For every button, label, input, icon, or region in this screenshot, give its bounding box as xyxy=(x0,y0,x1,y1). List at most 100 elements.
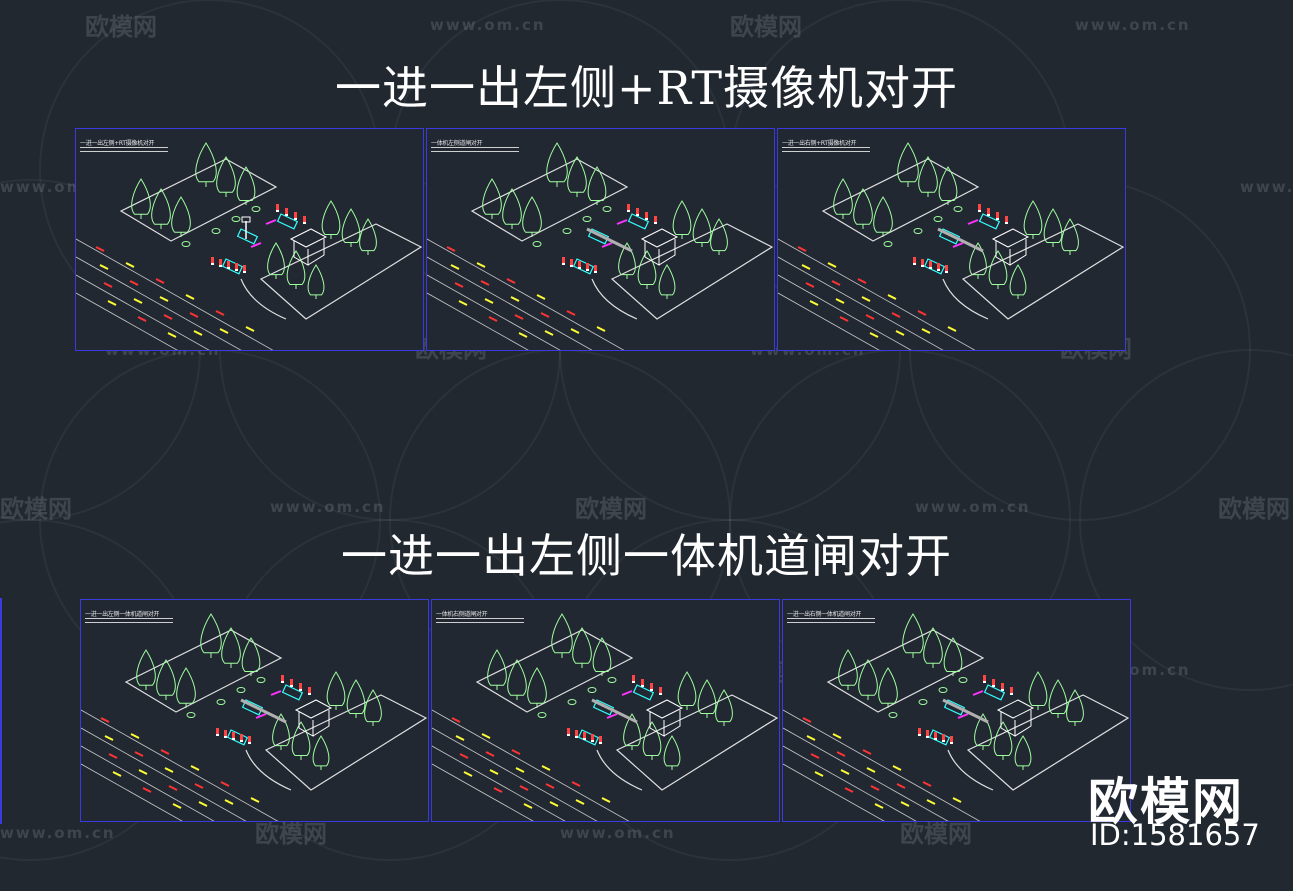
diagram-panel-1[interactable]: 一进一出左侧+RT摄像机对开 xyxy=(75,128,424,351)
bollard-base xyxy=(594,271,597,273)
caption-underline xyxy=(80,147,168,152)
diagram-panel-3[interactable]: 一进一出右侧+RT摄像机对开 xyxy=(777,128,1126,351)
lane-arrow xyxy=(831,280,841,286)
bollard xyxy=(1005,216,1008,222)
lane-marker xyxy=(601,242,613,248)
tree-canopy xyxy=(567,156,587,193)
road-line xyxy=(432,763,534,821)
lane-arrow xyxy=(869,332,879,338)
diagram-panel-4[interactable]: 一进一出左侧一体机道闸对开 xyxy=(80,599,429,822)
tree-canopy xyxy=(658,264,676,296)
shrub xyxy=(532,241,542,247)
road-line xyxy=(76,238,274,350)
bollard-base xyxy=(227,267,230,269)
caption-underline xyxy=(782,147,870,152)
lane-arrow xyxy=(133,298,143,304)
tree-canopy xyxy=(1009,264,1027,296)
diagram-panel-2[interactable]: 一体机左侧道闸对开 xyxy=(426,128,775,351)
lane-arrow xyxy=(95,246,105,252)
upper-lot-outline xyxy=(119,158,278,242)
bollard-base xyxy=(570,265,573,267)
lane-arrow xyxy=(844,787,854,793)
lane-arrow xyxy=(493,787,503,793)
parking-scene xyxy=(427,142,774,350)
tree-canopy xyxy=(236,166,256,201)
booth-walls xyxy=(1000,710,1032,737)
bollard xyxy=(232,732,235,738)
bollard-base xyxy=(235,269,238,271)
lane-arrow xyxy=(892,765,902,771)
tree-canopy xyxy=(697,679,717,714)
lane-arrow xyxy=(455,735,465,741)
bollard-base xyxy=(627,210,630,212)
scene-group xyxy=(432,613,779,821)
shrub xyxy=(567,699,577,705)
car-outline xyxy=(572,258,595,275)
diagram-panel-5[interactable]: 一体机右侧道闸对开 xyxy=(431,599,780,822)
shrub xyxy=(918,699,928,705)
bollard xyxy=(929,261,932,267)
bollard-base xyxy=(281,681,284,683)
scene-group xyxy=(81,613,428,821)
tree-canopy xyxy=(943,637,963,672)
tree-canopy xyxy=(897,142,919,183)
bollard-base xyxy=(983,681,986,683)
bollard xyxy=(632,675,635,681)
bollard-base xyxy=(654,222,657,224)
tree-canopy xyxy=(307,264,325,296)
tree-canopy xyxy=(195,142,217,183)
tree-canopy xyxy=(326,671,346,706)
tree-canopy xyxy=(551,613,573,654)
shrub xyxy=(562,228,572,234)
shrub xyxy=(582,216,592,222)
lane-arrow xyxy=(104,735,114,741)
road-line xyxy=(778,256,944,350)
lane-arrow xyxy=(866,767,876,773)
curb-curve xyxy=(942,278,989,320)
road-line xyxy=(81,763,183,821)
watermark-brand: 欧模网 xyxy=(900,820,972,848)
watermark-brand: 欧模网 xyxy=(255,820,327,848)
diagram-panel-6[interactable]: 一进一出右侧一体机道闸对开 xyxy=(782,599,1131,822)
lane-arrow xyxy=(138,769,148,775)
bollard-base xyxy=(583,738,586,740)
upper-lot-outline xyxy=(124,629,283,713)
road-line xyxy=(76,292,178,350)
road-line xyxy=(778,292,880,350)
tree-canopy xyxy=(938,166,958,201)
tree-canopy xyxy=(902,613,924,654)
shrub xyxy=(933,216,943,222)
brand-logo: 欧模网 xyxy=(1088,773,1244,831)
lane-arrow xyxy=(107,300,117,306)
tree-canopy xyxy=(1023,200,1043,235)
lane-arrow xyxy=(926,799,936,805)
tree-canopy xyxy=(359,218,377,252)
watermark-brand: 欧模网 xyxy=(1218,495,1290,523)
bollard-base xyxy=(308,693,311,695)
bollard-base xyxy=(303,222,306,224)
lane-arrow xyxy=(549,801,559,807)
booth-roof xyxy=(645,699,684,719)
car-outline xyxy=(983,684,1006,701)
watermark-url: www.om.cn xyxy=(915,498,1031,516)
lane-arrow xyxy=(198,801,208,807)
bollard-base xyxy=(978,210,981,212)
watermark-url: www.om.cn xyxy=(0,824,116,842)
shrub xyxy=(216,699,226,705)
tree-canopy xyxy=(838,649,858,686)
caption-underline xyxy=(436,618,524,623)
lane-arrow xyxy=(510,296,520,302)
tree-canopy xyxy=(131,178,151,215)
barrier-arm xyxy=(942,698,989,724)
car-outline xyxy=(221,258,244,275)
bollard xyxy=(294,212,297,218)
lane-marker xyxy=(957,713,969,719)
lane-arrow xyxy=(134,751,144,757)
tree-canopy xyxy=(833,178,853,215)
watermark-url: www.om.cn xyxy=(560,824,676,842)
lane-arrow xyxy=(887,294,897,300)
tree-canopy xyxy=(241,637,261,672)
bollard-base xyxy=(1010,693,1013,695)
road-line xyxy=(427,292,529,350)
watermark-url: www.om.cn xyxy=(430,16,546,34)
